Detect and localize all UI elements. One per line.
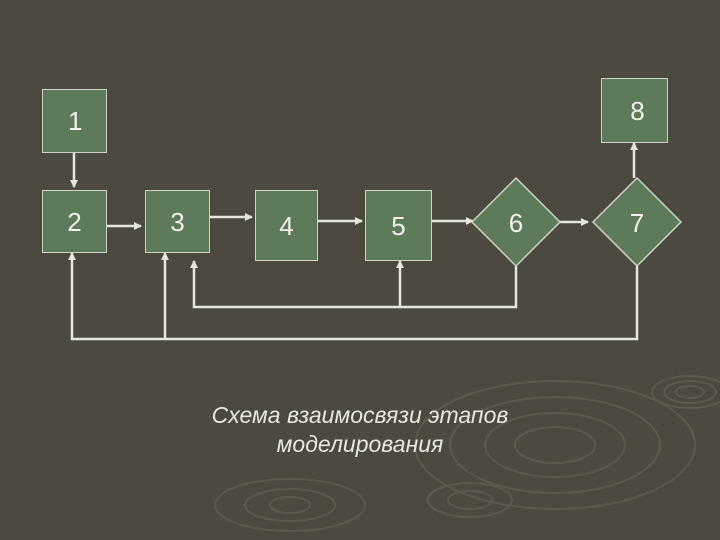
node-5-label: 5 (391, 210, 406, 241)
caption-line-1: Схема взаимосвязи этапов (211, 402, 509, 428)
node-4: 4 (255, 190, 318, 261)
node-5: 5 (365, 190, 432, 261)
node-8: 8 (601, 78, 668, 143)
node-4-label: 4 (279, 210, 294, 241)
node-1-label: 1 (68, 106, 83, 136)
node-2: 2 (42, 190, 107, 253)
diagram-caption: Схема взаимосвязи этапов моделирования (130, 401, 590, 459)
node-6-diamond (470, 176, 562, 268)
node-8-label: 8 (630, 95, 645, 126)
node-7-label: 7 (629, 208, 645, 238)
edge-6-feedback-loop (190, 260, 518, 309)
node-7-diamond (591, 176, 683, 268)
node-3-label: 3 (170, 206, 185, 237)
node-1: 1 (42, 89, 107, 153)
node-3: 3 (145, 190, 210, 253)
caption-line-2: моделирования (276, 431, 444, 457)
edge-7-feedback-loop (68, 252, 639, 341)
node-2-label: 2 (67, 206, 82, 237)
node-6-label: 6 (508, 208, 524, 238)
